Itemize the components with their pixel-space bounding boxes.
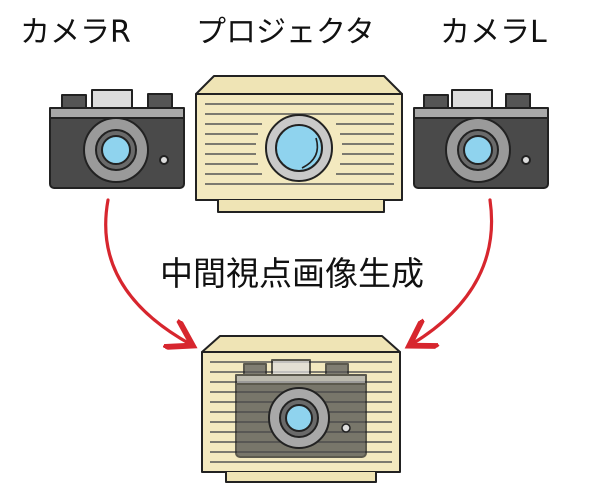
projector-label: プロジェクタ <box>196 15 375 50</box>
arrow-from-camera-l <box>412 198 494 344</box>
arrow-from-camera-r <box>104 198 190 344</box>
projector-icon <box>195 75 403 213</box>
intermediate-view-generation-label: 中間視点画像生成 <box>160 254 424 293</box>
camera-r-label: カメラR <box>20 15 131 50</box>
composite-view-icon <box>201 335 401 483</box>
camera-r-icon <box>49 89 185 189</box>
camera-l-icon <box>413 89 549 189</box>
camera-l-label: カメラL <box>440 15 547 50</box>
